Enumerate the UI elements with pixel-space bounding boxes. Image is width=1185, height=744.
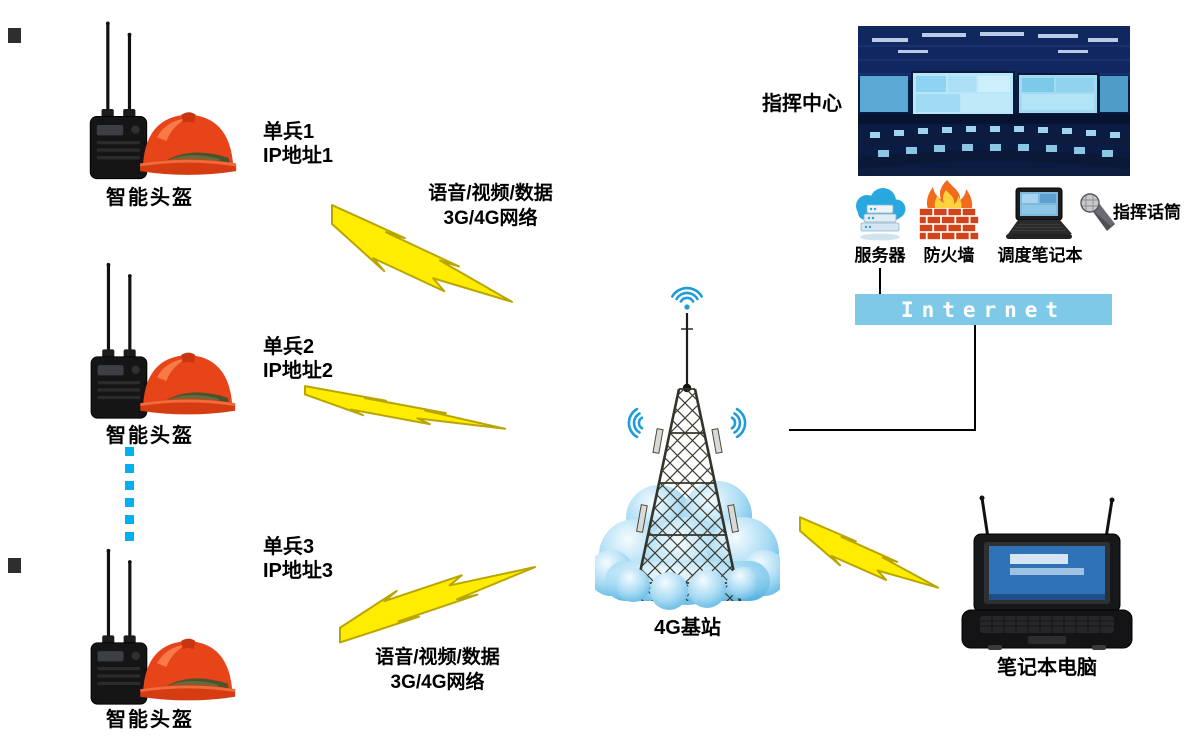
link-bottom-line2: 3G/4G网络 (390, 672, 485, 693)
wifi-arcs (627, 286, 747, 439)
soldier-3-ip: IP地址3 (263, 560, 334, 582)
smart-helmet-icon-1 (89, 20, 238, 180)
soldier-3-label: 单兵3 IP地址3 (263, 535, 333, 583)
soldier-2-ip: IP地址2 (263, 360, 334, 382)
smart-helmet-icon-3 (89, 548, 237, 706)
soldier-1-ip: IP地址1 (263, 145, 334, 167)
base-station-label: 4G基站 (654, 617, 721, 639)
link-top-line1: 语音/视频/数据 (428, 183, 553, 204)
internet-label: Internet (900, 297, 1067, 322)
helmet-3-label: 智能头盔 (106, 709, 194, 731)
soldier-2-name: 单兵2 (263, 336, 315, 358)
soldier-2-label: 单兵2 IP地址2 (263, 335, 333, 383)
server-label: 服务器 (854, 246, 906, 265)
dispatch-laptop-label: 调度笔记本 (997, 246, 1083, 265)
field-laptop-label: 笔记本电脑 (997, 657, 1097, 679)
server-internet-link (879, 268, 881, 294)
field-laptop-icon (961, 495, 1133, 650)
ellipsis-dotted-line (125, 447, 134, 548)
dispatch-laptop-icon (1006, 187, 1072, 239)
link-caption-bottom: 语音/视频/数据 3G/4G网络 (345, 645, 530, 695)
link-bottom-line1: 语音/视频/数据 (375, 647, 500, 668)
command-mic-icon (1080, 193, 1115, 231)
lightning-bolt-2 (304, 385, 506, 430)
command-center-label: 指挥中心 (762, 93, 842, 115)
cloud-front (616, 567, 759, 610)
lightning-bolt-3 (339, 566, 536, 644)
soldier-1-label: 单兵1 IP地址1 (263, 120, 333, 168)
corner-artifact (8, 28, 21, 43)
server-icon (856, 188, 906, 241)
firewall-label: 防火墙 (923, 246, 975, 265)
internet-tower-link-horizontal (789, 429, 976, 431)
lightning-bolt-laptop (799, 516, 939, 589)
link-caption-top: 语音/视频/数据 3G/4G网络 (398, 181, 583, 231)
helmet-2-label: 智能头盔 (106, 425, 194, 447)
smart-helmet-icon-2 (89, 262, 237, 420)
command-center-photo (858, 26, 1130, 176)
firewall-icon (919, 180, 979, 240)
link-top-line2: 3G/4G网络 (443, 208, 538, 229)
base-station-icon (595, 286, 780, 610)
command-mic-label: 指挥话筒 (1113, 203, 1181, 222)
soldier-3-name: 单兵3 (263, 536, 315, 558)
lightning-bolt-1 (330, 203, 514, 304)
helmet-1-label: 智能头盔 (106, 187, 194, 209)
corner-artifact-2 (8, 558, 21, 573)
internet-bar: Internet (855, 294, 1112, 325)
soldier-1-name: 单兵1 (263, 121, 315, 143)
internet-tower-link-vertical (974, 325, 976, 431)
